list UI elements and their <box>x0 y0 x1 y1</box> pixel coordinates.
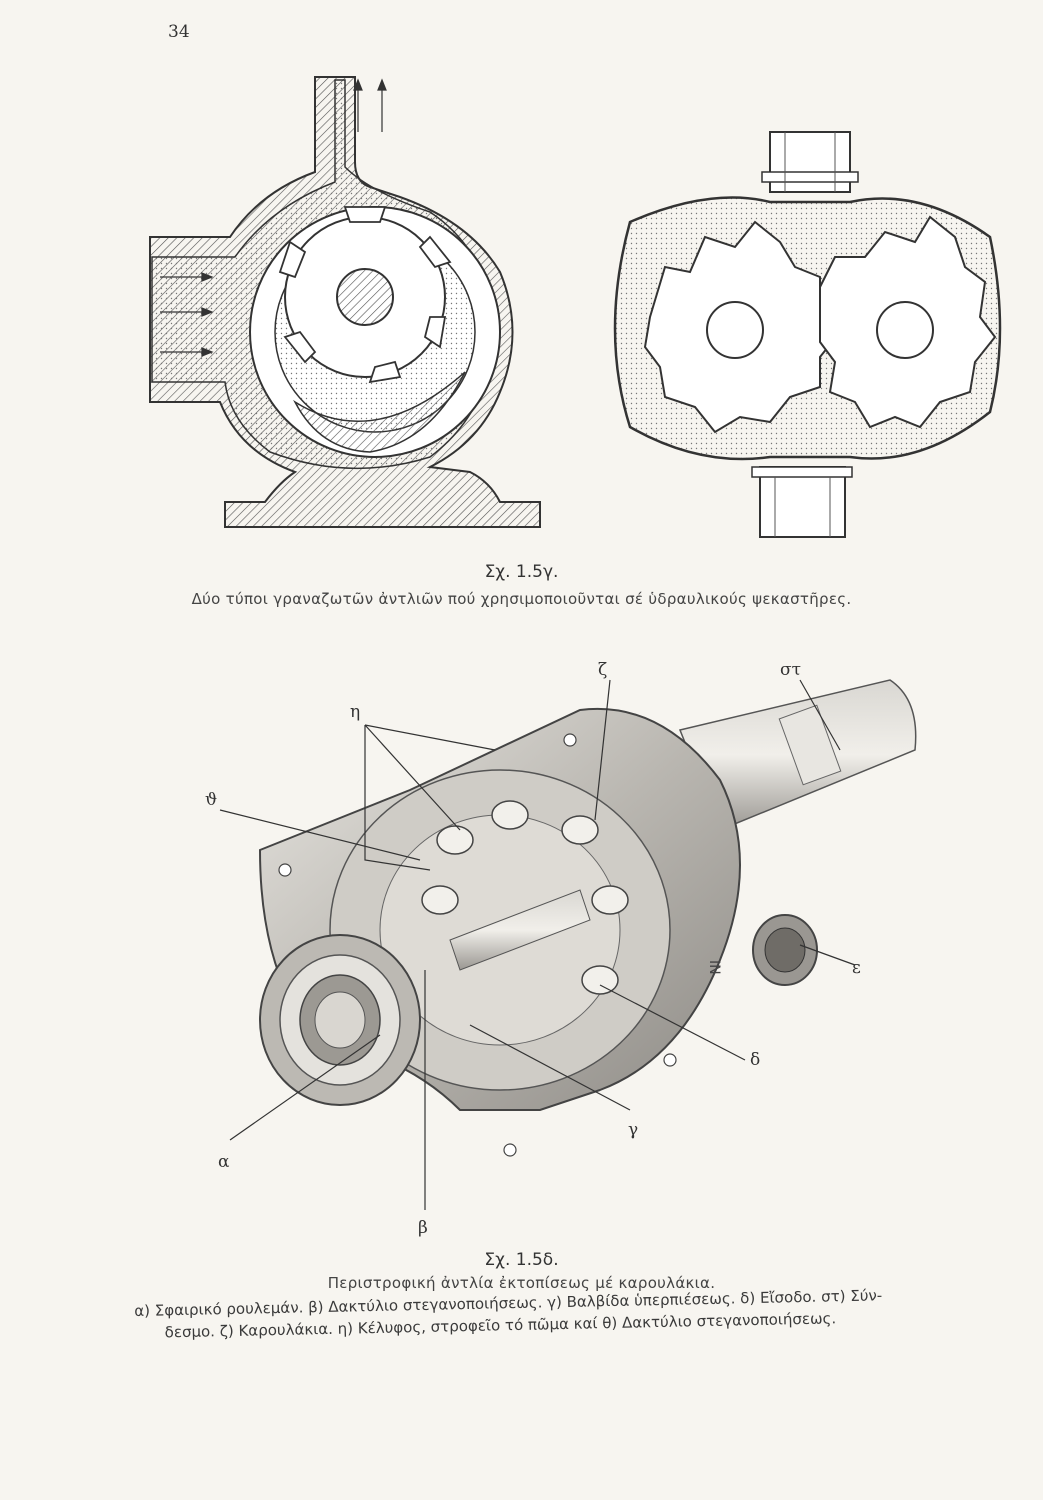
label-beta: β <box>418 1218 428 1238</box>
figure-a-label: Σχ. 1.5γ. <box>484 562 559 582</box>
gear-pumps-figure <box>130 72 1010 552</box>
label-st: στ <box>780 660 802 680</box>
figure-a-caption: Δύο τύποι γραναζωτῶν ἀντλιῶν πού χρησιμο… <box>191 590 852 608</box>
label-gamma: γ <box>628 1120 639 1140</box>
label-alpha: α <box>218 1152 230 1172</box>
label-zeta: ζ <box>598 660 608 680</box>
roller-pump-drawing: IN <box>219 679 917 1210</box>
inlet-marking: IN <box>706 960 722 975</box>
label-epsilon: ε <box>852 958 861 978</box>
external-gear-pump <box>613 131 1002 538</box>
label-theta: ϑ <box>205 790 218 810</box>
internal-gear-pump <box>149 76 541 528</box>
label-delta: δ <box>750 1050 761 1070</box>
label-eta: η <box>350 702 361 722</box>
figure-b-caption: Περιστροφική ἀντλία ἐκτοπίσεως μέ καρουλ… <box>327 1274 716 1292</box>
figure-b-label: Σχ. 1.5δ. <box>484 1250 559 1270</box>
rollers <box>421 800 629 995</box>
page-number: 34 <box>168 22 190 42</box>
roller-pump-figure: IN <box>200 640 920 1240</box>
gear-pumps-drawing <box>149 76 1002 538</box>
inner-gear <box>278 206 452 384</box>
right-gear <box>819 215 997 429</box>
